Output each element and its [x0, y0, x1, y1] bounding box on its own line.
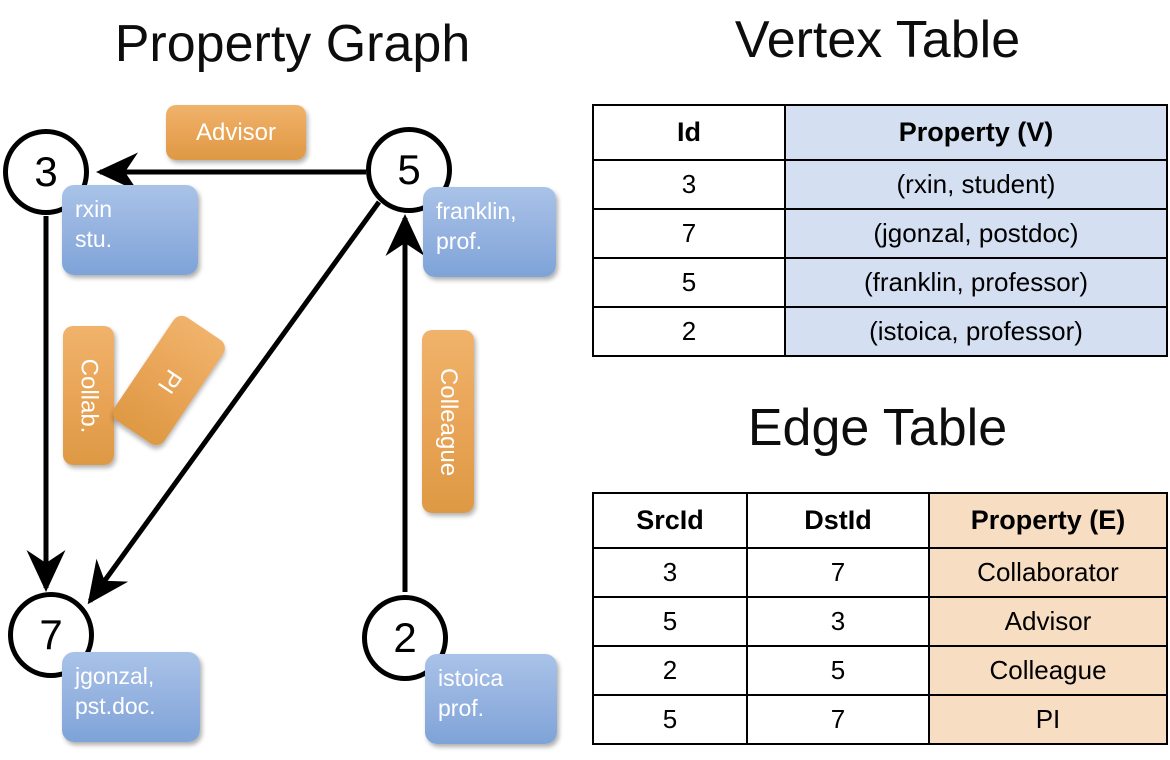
vertex-property-box-jgonzal: jgonzal, pst.doc. — [62, 652, 200, 742]
column-header-dstid: DstId — [746, 492, 930, 549]
cell-id: 7 — [592, 208, 786, 259]
cell-srcid: 2 — [592, 645, 748, 696]
column-header-property-e: Property (E) — [928, 492, 1168, 549]
edge-table: SrcId DstId Property (E) 3 7 Collaborato… — [592, 492, 1168, 745]
vertex-property-box-istoica: istoica prof. — [425, 654, 557, 744]
cell-id: 3 — [592, 159, 786, 210]
graph-node-5[interactable]: 5 — [366, 127, 452, 213]
vertex-property-line2: prof. — [438, 695, 485, 722]
page-title-edge-table: Edge Table — [747, 399, 1008, 457]
column-header-id: Id — [592, 104, 786, 161]
vertex-property-line1: rxin — [75, 196, 113, 222]
page-title-vertex-table: Vertex Table — [734, 11, 1021, 69]
vertex-property-box-rxin: rxin stu. — [62, 185, 198, 275]
page-title-property-graph: Property Graph — [114, 15, 471, 73]
column-header-property-v: Property (V) — [784, 104, 1168, 161]
vertex-property-line1: istoica — [438, 665, 504, 691]
table-row: 5 3 Advisor — [592, 596, 1168, 647]
cell-id: 5 — [592, 257, 786, 308]
cell-property: (jgonzal, postdoc) — [784, 208, 1168, 259]
edge-5-to-7 — [87, 200, 382, 605]
graph-node-2[interactable]: 2 — [362, 595, 448, 681]
graph-edges-svg — [26, 152, 425, 605]
cell-srcid: 5 — [592, 694, 748, 745]
vertex-property-line1: franklin, — [436, 198, 517, 224]
table-row: 7 (jgonzal, postdoc) — [592, 208, 1168, 259]
edge-label-text: Advisor — [195, 118, 277, 146]
cell-property: Colleague — [928, 645, 1168, 696]
cell-srcid: 5 — [592, 596, 748, 647]
table-header-row: SrcId DstId Property (E) — [592, 492, 1168, 549]
table-row: 3 7 Collaborator — [592, 547, 1168, 598]
cell-id: 2 — [592, 306, 786, 357]
table-header-row: Id Property (V) — [592, 104, 1168, 161]
table-row: 2 5 Colleague — [592, 645, 1168, 696]
table-row: 2 (istoica, professor) — [592, 306, 1168, 357]
table-row: 5 7 PI — [592, 694, 1168, 745]
table-row: 5 (franklin, professor) — [592, 257, 1168, 308]
cell-property: (rxin, student) — [784, 159, 1168, 210]
cell-dstid: 7 — [746, 547, 930, 598]
property-graph-diagram: 3 5 7 2 rxin stu. franklin, prof. jgonza… — [3, 105, 557, 744]
vertex-property-line2: prof. — [436, 228, 483, 255]
vertex-table: Id Property (V) 3 (rxin, student) 7 (jgo… — [592, 104, 1168, 357]
cell-property: Collaborator — [928, 547, 1168, 598]
cell-property: PI — [928, 694, 1168, 745]
edge-label-colleague: Colleague — [422, 330, 474, 513]
edge-label-text: Colleague — [435, 367, 462, 476]
vertex-property-line2: stu. — [75, 226, 113, 253]
table-row: 3 (rxin, student) — [592, 159, 1168, 210]
vertex-property-box-franklin: franklin, prof. — [423, 187, 556, 277]
column-header-srcid: SrcId — [592, 492, 748, 549]
cell-property: (istoica, professor) — [784, 306, 1168, 357]
cell-srcid: 3 — [592, 547, 748, 598]
cell-dstid: 7 — [746, 694, 930, 745]
edge-label-advisor: Advisor — [166, 105, 306, 160]
cell-property: (franklin, professor) — [784, 257, 1168, 308]
cell-dstid: 3 — [746, 596, 930, 647]
edge-label-text: PI — [151, 363, 187, 398]
edge-label-collab: Collab. — [63, 326, 114, 465]
edge-label-text: Collab. — [75, 358, 103, 433]
cell-property: Advisor — [928, 596, 1168, 647]
vertex-property-line2: pst.doc. — [75, 693, 156, 720]
cell-dstid: 5 — [746, 645, 930, 696]
vertex-property-line1: jgonzal, — [75, 663, 155, 689]
